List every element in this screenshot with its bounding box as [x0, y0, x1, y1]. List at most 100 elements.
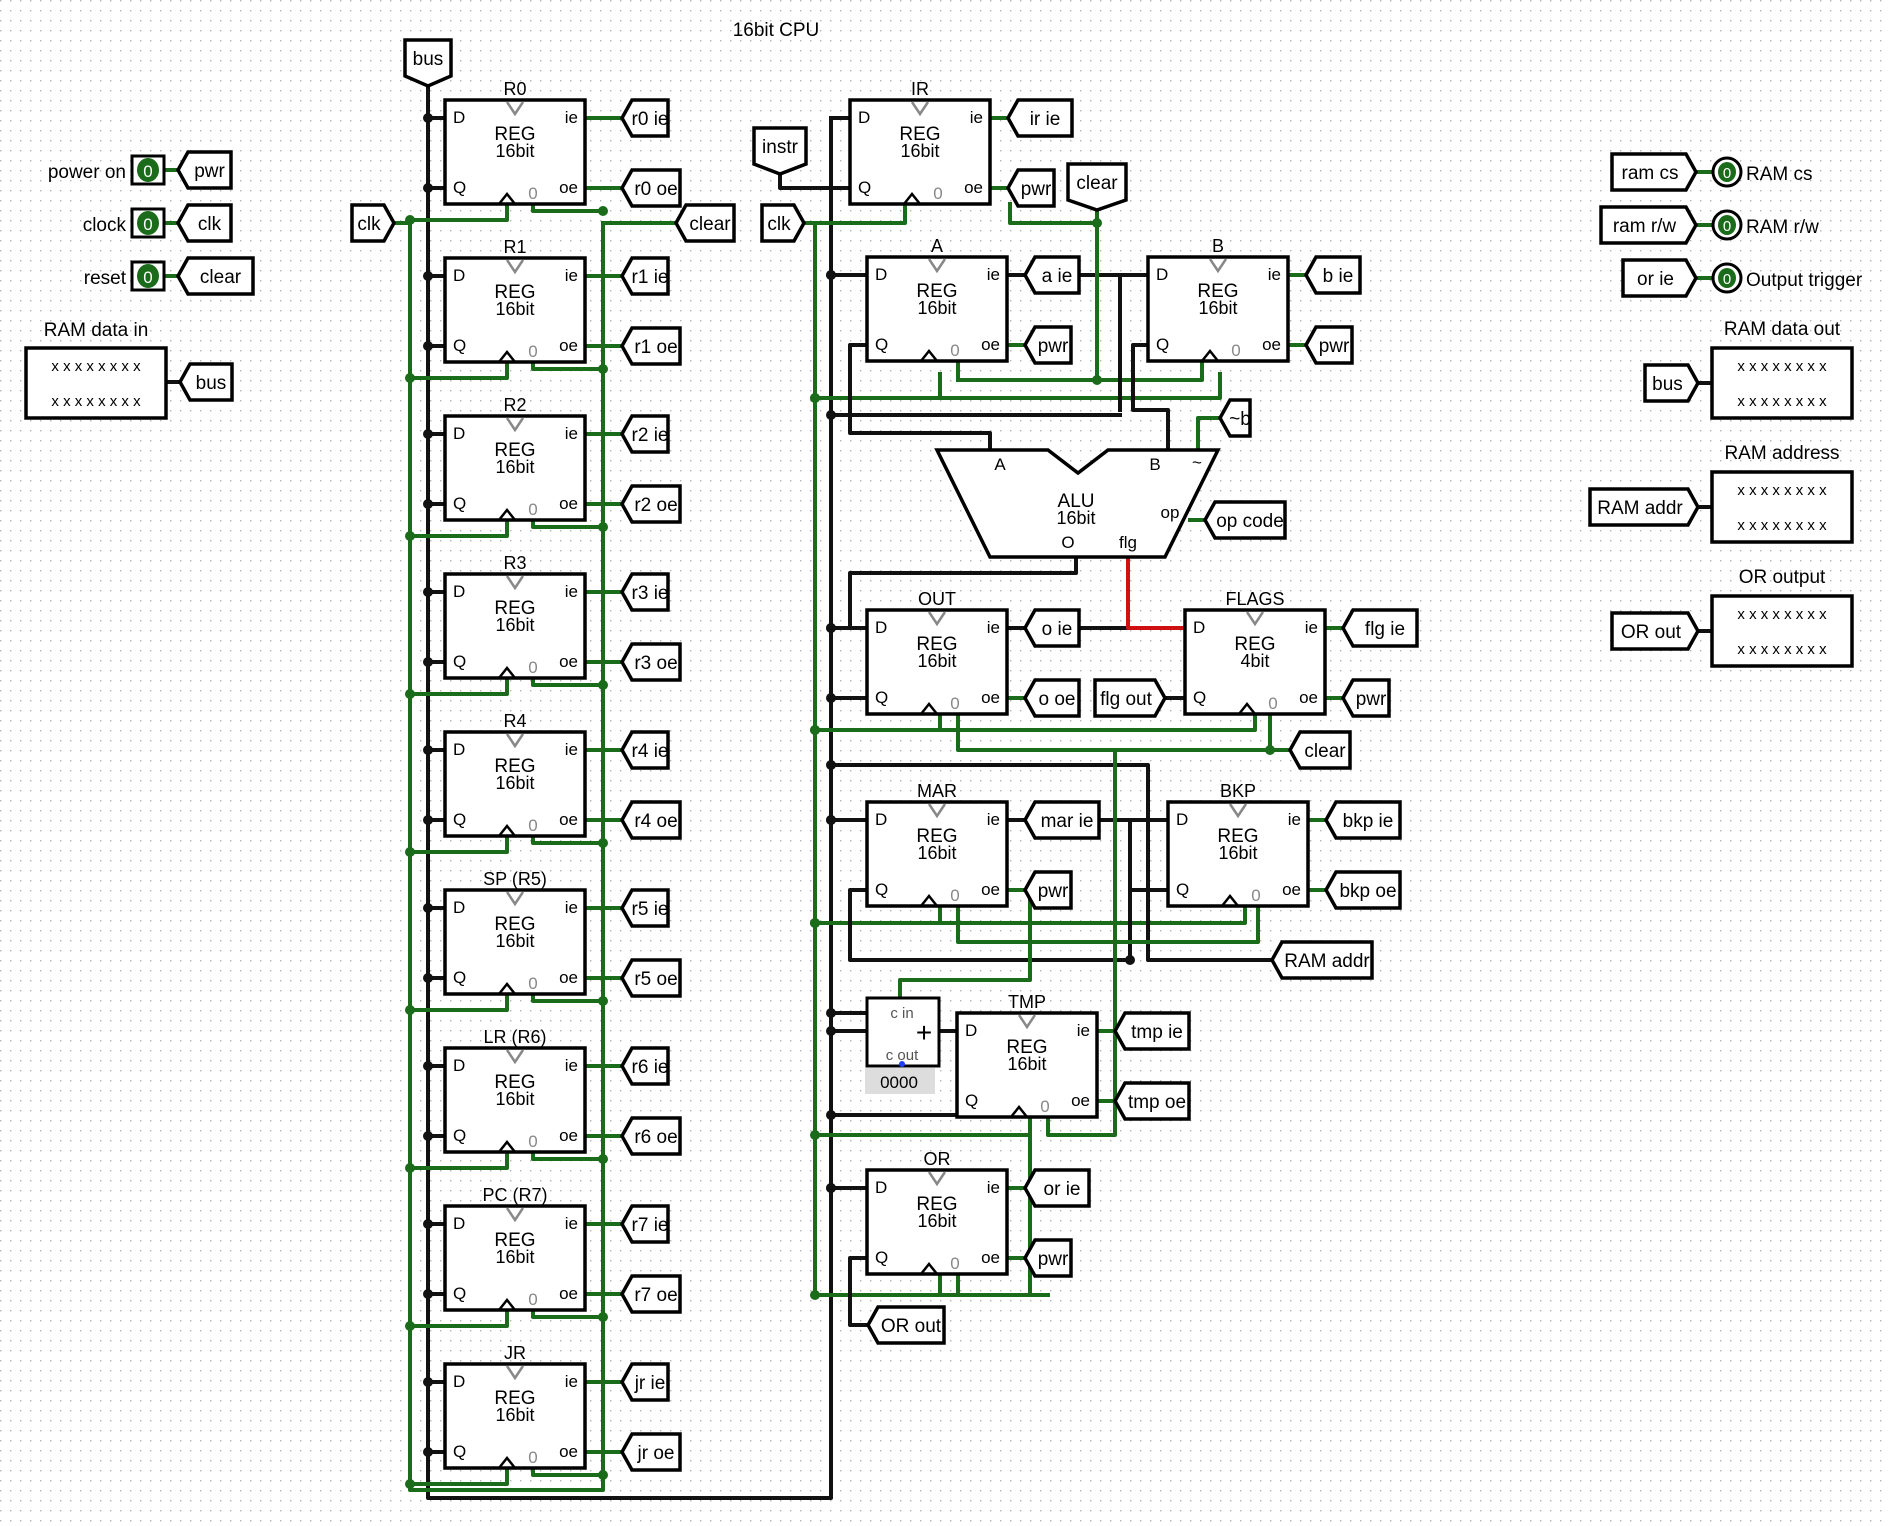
tunnel-clk[interactable]: clk	[350, 203, 397, 243]
pin-q: Q	[453, 494, 466, 513]
tunnel-not-b[interactable]: ~b	[1217, 398, 1252, 438]
clear-pin-arrow	[505, 575, 525, 591]
tunnel-label: instr	[762, 137, 799, 158]
wire-junction	[826, 760, 836, 770]
tunnel-ram-r-w[interactable]: ram r/w	[1599, 205, 1699, 245]
tunnel-clear-2[interactable]: clear	[1066, 162, 1128, 212]
tunnel-or-ie[interactable]: or ie	[1022, 1168, 1091, 1208]
tunnel-o-ie[interactable]: o ie	[1022, 608, 1081, 648]
tunnel-wide-0[interactable]: bus	[1643, 363, 1701, 403]
tunnel-clear[interactable]: clear	[673, 203, 736, 243]
tunnel-clk-2[interactable]: clk	[760, 203, 807, 243]
tunnel-r3-oe[interactable]: r3 oe	[619, 642, 682, 682]
tunnel-r4-oe[interactable]: r4 oe	[619, 800, 682, 840]
tunnel-bus[interactable]: bus	[403, 38, 453, 88]
tunnel-bus-ram-in[interactable]: bus	[177, 362, 234, 402]
tunnel-clear[interactable]: clear	[175, 256, 255, 296]
tunnel-mar-ie[interactable]: mar ie	[1022, 800, 1101, 840]
clear-pin-arrow	[1228, 803, 1248, 819]
ram-data-in[interactable]: RAM data inx x x x x x x xx x x x x x x …	[24, 320, 168, 420]
tunnel-flg-out[interactable]: flg out	[1093, 678, 1168, 718]
ram-data-in-box[interactable]	[24, 346, 168, 420]
tunnel-tmp-ie[interactable]: tmp ie	[1112, 1011, 1191, 1051]
tunnel-r7-oe[interactable]: r7 oe	[619, 1274, 682, 1314]
tunnel-pwr-0[interactable]: pwr	[1005, 168, 1056, 208]
tunnel-pwr[interactable]: pwr	[175, 150, 233, 190]
tunnel-ir-ie[interactable]: ir ie	[1005, 98, 1074, 138]
register-width: 16bit	[495, 141, 534, 161]
wire-junction	[405, 1479, 415, 1489]
tunnel-pwr-2[interactable]: pwr	[1303, 325, 1354, 365]
tunnel-tmp-oe-7[interactable]: tmp oe	[1112, 1081, 1191, 1121]
tunnel-label: op code	[1216, 511, 1284, 532]
tunnel-instr[interactable]: instr	[752, 126, 808, 176]
tunnel-or-out[interactable]: OR out	[865, 1305, 946, 1345]
tunnel-ram-cs[interactable]: ram cs	[1610, 152, 1699, 192]
tunnel-r6-ie[interactable]: r6 ie	[619, 1046, 670, 1086]
pin-d: D	[453, 582, 465, 601]
adder[interactable]: c inc out+0000	[865, 996, 941, 1094]
pin-d: D	[875, 810, 887, 829]
tunnel-r2-ie[interactable]: r2 ie	[619, 414, 670, 454]
tunnel-r0-oe[interactable]: r0 oe	[619, 168, 682, 208]
tunnel-shape	[752, 126, 808, 176]
tunnel-pwr-5[interactable]: pwr	[1022, 870, 1073, 910]
tunnel-label: jr ie	[634, 1373, 666, 1394]
tunnel-o-oe-3[interactable]: o oe	[1022, 678, 1081, 718]
tunnel-r7-ie[interactable]: r7 ie	[619, 1204, 670, 1244]
tunnel-r2-oe[interactable]: r2 oe	[619, 484, 682, 524]
tunnel-bkp-ie[interactable]: bkp ie	[1323, 800, 1402, 840]
tunnel-wide-2[interactable]: OR out	[1610, 611, 1701, 651]
tunnel-r0-ie[interactable]: r0 ie	[619, 98, 670, 138]
tunnel-flg-ie[interactable]: flg ie	[1340, 608, 1419, 648]
tunnel-r1-ie[interactable]: r1 ie	[619, 256, 670, 296]
tunnel-wide-1[interactable]: RAM addr	[1588, 487, 1701, 527]
tunnel-pwr-1[interactable]: pwr	[1022, 325, 1073, 365]
clear-out	[956, 712, 1272, 752]
tunnel-r5-ie[interactable]: r5 ie	[619, 888, 670, 928]
tunnel-b-ie[interactable]: b ie	[1303, 255, 1362, 295]
tunnel-ram-addr[interactable]: RAM addr	[1269, 940, 1374, 980]
tunnel-r4-ie[interactable]: r4 ie	[619, 730, 670, 770]
input-value: 0	[143, 162, 152, 181]
tunnel-pwr-8[interactable]: pwr	[1022, 1238, 1073, 1278]
tunnel-or-ie[interactable]: or ie	[1621, 258, 1699, 298]
tunnel-jr-oe[interactable]: jr oe	[619, 1432, 682, 1472]
tunnel-clear-3[interactable]: clear	[1287, 730, 1352, 770]
tunnel-jr-ie[interactable]: jr ie	[619, 1362, 670, 1402]
tunnel-pwr-4[interactable]: pwr	[1340, 678, 1391, 718]
tunnel-r6-oe[interactable]: r6 oe	[619, 1116, 682, 1156]
clear-to-register	[531, 1466, 605, 1477]
tunnel-r5-oe[interactable]: r5 oe	[619, 958, 682, 998]
tunnel-r3-ie[interactable]: r3 ie	[619, 572, 670, 612]
tunnel-a-ie[interactable]: a ie	[1022, 255, 1081, 295]
tunnel-bkp-oe-6[interactable]: bkp oe	[1323, 870, 1402, 910]
tunnel-clk[interactable]: clk	[175, 203, 233, 243]
tunnel-shape	[1269, 940, 1374, 980]
tunnel-r1-oe[interactable]: r1 oe	[619, 326, 682, 366]
tunnel-op-code[interactable]: op code	[1202, 500, 1287, 540]
